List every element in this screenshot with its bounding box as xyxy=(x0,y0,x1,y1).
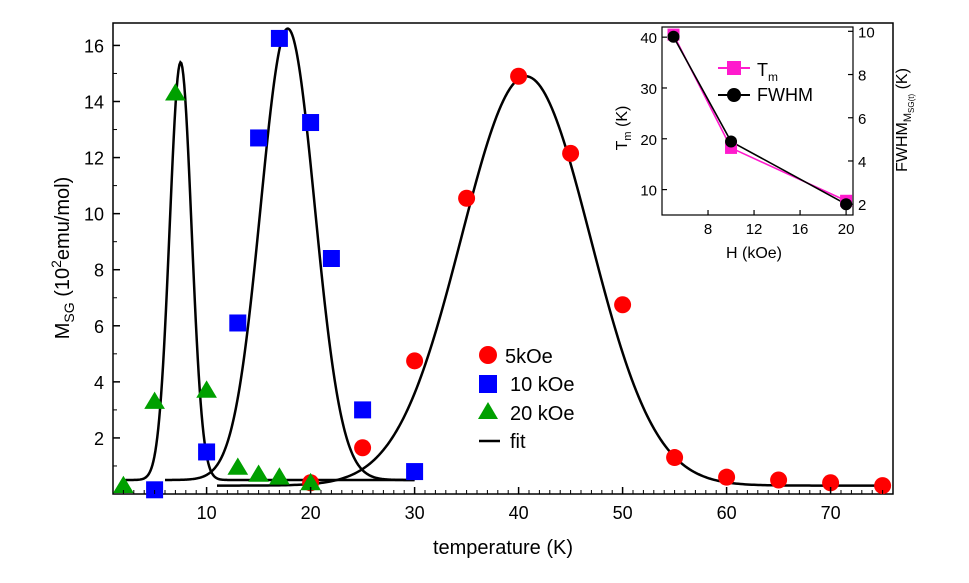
fit-curve-1 xyxy=(164,27,415,482)
inset-left-y-tick-label: 30 xyxy=(640,81,657,98)
main-plot: 10 20 30 40 50 60 70 2 4 6 8 10 12 14 16 temperature … xyxy=(48,22,894,559)
x-tick-label: 10 xyxy=(197,503,217,523)
y-axis-ticks: 2 4 6 8 10 12 14 16 xyxy=(84,36,120,467)
data-point-square xyxy=(354,401,372,419)
inset-x-ticks: 8 12 16 20 xyxy=(704,210,855,238)
inset-left-y-tick-label: 10 xyxy=(640,183,657,200)
inset-x-axis-label: H (kOe) xyxy=(726,245,782,262)
inset-left-y-ticks: 10 20 30 40 xyxy=(640,30,667,200)
inset-left-y-tick-label: 40 xyxy=(640,30,657,47)
fit-curves xyxy=(125,27,883,487)
x-axis-ticks: 10 20 30 40 50 60 70 xyxy=(112,487,894,523)
data-point-circle xyxy=(718,468,736,486)
inset-left-y-axis-label: Tm (K) xyxy=(614,106,634,151)
inset-x-tick-label: 8 xyxy=(704,221,712,238)
data-point-square xyxy=(198,443,216,461)
inset-right-y-tick-label: 10 xyxy=(858,24,875,41)
data-point-square xyxy=(322,250,340,267)
inset-right-y-tick-label: 8 xyxy=(858,68,866,85)
data-point-square xyxy=(302,114,320,132)
data-point-triangle xyxy=(227,457,249,475)
fit-curve-0 xyxy=(125,60,415,482)
data-point-triangle xyxy=(269,467,290,485)
data-point-circle xyxy=(458,189,476,207)
legend-marker-20koe xyxy=(478,402,498,419)
x-tick-label: 30 xyxy=(405,503,425,523)
inset-plot-frame xyxy=(661,26,854,216)
inset-data-point-circle xyxy=(667,30,680,43)
data-point-square xyxy=(146,481,164,499)
inset-right-y-ticks: 2 4 6 8 10 xyxy=(848,24,875,214)
data-point-triangle xyxy=(300,472,321,491)
data-point-circle xyxy=(406,352,424,370)
main-plot-frame xyxy=(112,22,894,495)
data-point-circle xyxy=(666,449,684,467)
legend-label-5koe: 5kOe xyxy=(505,346,553,368)
x-tick-label: 60 xyxy=(717,503,737,523)
data-point-triangle xyxy=(248,464,269,482)
inset-legend-label-tm: Tm xyxy=(757,60,778,84)
x-tick-label: 40 xyxy=(509,503,529,523)
x-tick-label: 70 xyxy=(821,503,841,523)
x-tick-label: 50 xyxy=(613,503,633,523)
data-point-square xyxy=(229,314,247,332)
data-points xyxy=(113,29,892,499)
y-tick-label: 16 xyxy=(84,36,104,56)
data-point-circle xyxy=(874,477,892,495)
main-legend: 5kOe 10 kOe 20 kOe fit xyxy=(478,346,574,453)
inset-left-y-tick-label: 20 xyxy=(640,132,657,149)
data-point-circle xyxy=(822,474,840,492)
data-point-triangle xyxy=(165,83,186,101)
y-axis-label: MSG (102emu/mol) xyxy=(48,177,77,340)
inset-legend-marker-tm xyxy=(727,61,741,75)
data-point-circle xyxy=(510,67,528,85)
inset-data-point-circle xyxy=(840,198,853,211)
inset-right-y-tick-label: 2 xyxy=(858,197,866,214)
data-point-square xyxy=(250,129,268,147)
y-tick-label: 4 xyxy=(94,373,104,393)
data-point-square xyxy=(270,29,288,47)
y-tick-label: 14 xyxy=(84,93,104,113)
data-point-circle xyxy=(770,471,788,489)
y-tick-label: 2 xyxy=(94,429,104,449)
inset-legend-marker-fwhm xyxy=(727,88,741,102)
legend-marker-5koe xyxy=(479,346,497,364)
inset-points xyxy=(667,28,853,211)
data-point-triangle xyxy=(144,391,165,409)
inset-x-tick-label: 16 xyxy=(792,221,809,238)
inset-legend-label-fwhm: FWHM xyxy=(757,85,813,105)
legend-label-fit: fit xyxy=(510,431,526,453)
legend-label-20koe: 20 kOe xyxy=(510,403,574,425)
data-point-triangle xyxy=(113,475,134,494)
x-axis-label: temperature (K) xyxy=(433,537,573,559)
y-tick-label: 8 xyxy=(94,261,104,281)
inset-right-y-axis-label: FWHMMSG(t) (K) xyxy=(894,68,916,172)
y-tick-label: 12 xyxy=(84,149,104,169)
data-point-circle xyxy=(614,296,632,314)
data-point-triangle xyxy=(196,380,217,398)
inset-plot: 8 12 16 20 10 20 30 40 2 4 6 8 10 H (kOe) Tm (K) F… xyxy=(614,24,916,262)
data-point-circle xyxy=(562,144,580,162)
inset-x-tick-label: 20 xyxy=(838,221,855,238)
data-point-circle xyxy=(354,439,372,457)
inset-x-tick-label: 12 xyxy=(746,221,763,238)
fit-curve-2 xyxy=(216,75,883,487)
data-point-square xyxy=(406,463,424,481)
inset-right-y-tick-label: 4 xyxy=(858,154,866,171)
y-tick-label: 10 xyxy=(84,205,104,225)
y-tick-label: 6 xyxy=(94,317,104,337)
inset-legend: Tm FWHM xyxy=(718,60,813,105)
inset-right-y-tick-label: 6 xyxy=(858,111,866,128)
inset-data-point-circle xyxy=(725,135,738,148)
x-tick-label: 20 xyxy=(301,503,321,523)
legend-marker-10koe xyxy=(479,375,497,393)
legend-label-10koe: 10 kOe xyxy=(510,374,574,396)
